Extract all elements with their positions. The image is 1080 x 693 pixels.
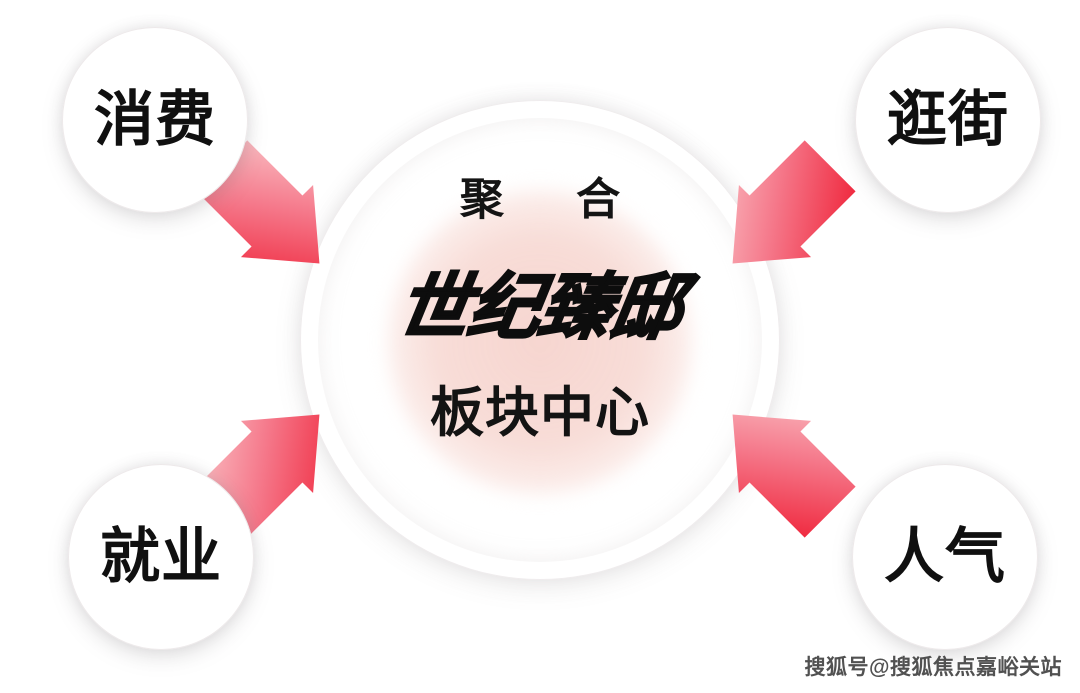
bubble-label-employment: 就业 (100, 523, 222, 590)
bubble-label-popularity: 人气 (884, 523, 1006, 590)
center-pink-blob (388, 190, 692, 494)
bubble-employment[interactable]: 就业 (68, 464, 254, 650)
bubble-label-shopping: 逛街 (887, 86, 1009, 153)
bubble-consumption[interactable]: 消费 (62, 27, 248, 213)
arrow-down-left-icon (680, 132, 856, 282)
center-kicker-text: 聚 合 (459, 175, 651, 224)
center-text-stack: 聚 合 世纪臻邸 板块中心 (300, 100, 780, 580)
bubble-label-consumption: 消费 (94, 86, 216, 153)
center-brand-title: 世纪臻邸 (390, 267, 689, 349)
watermark-text: 搜狐号@搜狐焦点嘉峪关站 (804, 656, 1062, 679)
bubble-popularity[interactable]: 人气 (852, 464, 1038, 650)
arrow-down-right-icon (196, 132, 372, 282)
arrow-up-left-icon (680, 396, 856, 546)
bubble-shopping[interactable]: 逛街 (855, 27, 1041, 213)
center-subline-text: 板块中心 (430, 383, 650, 443)
